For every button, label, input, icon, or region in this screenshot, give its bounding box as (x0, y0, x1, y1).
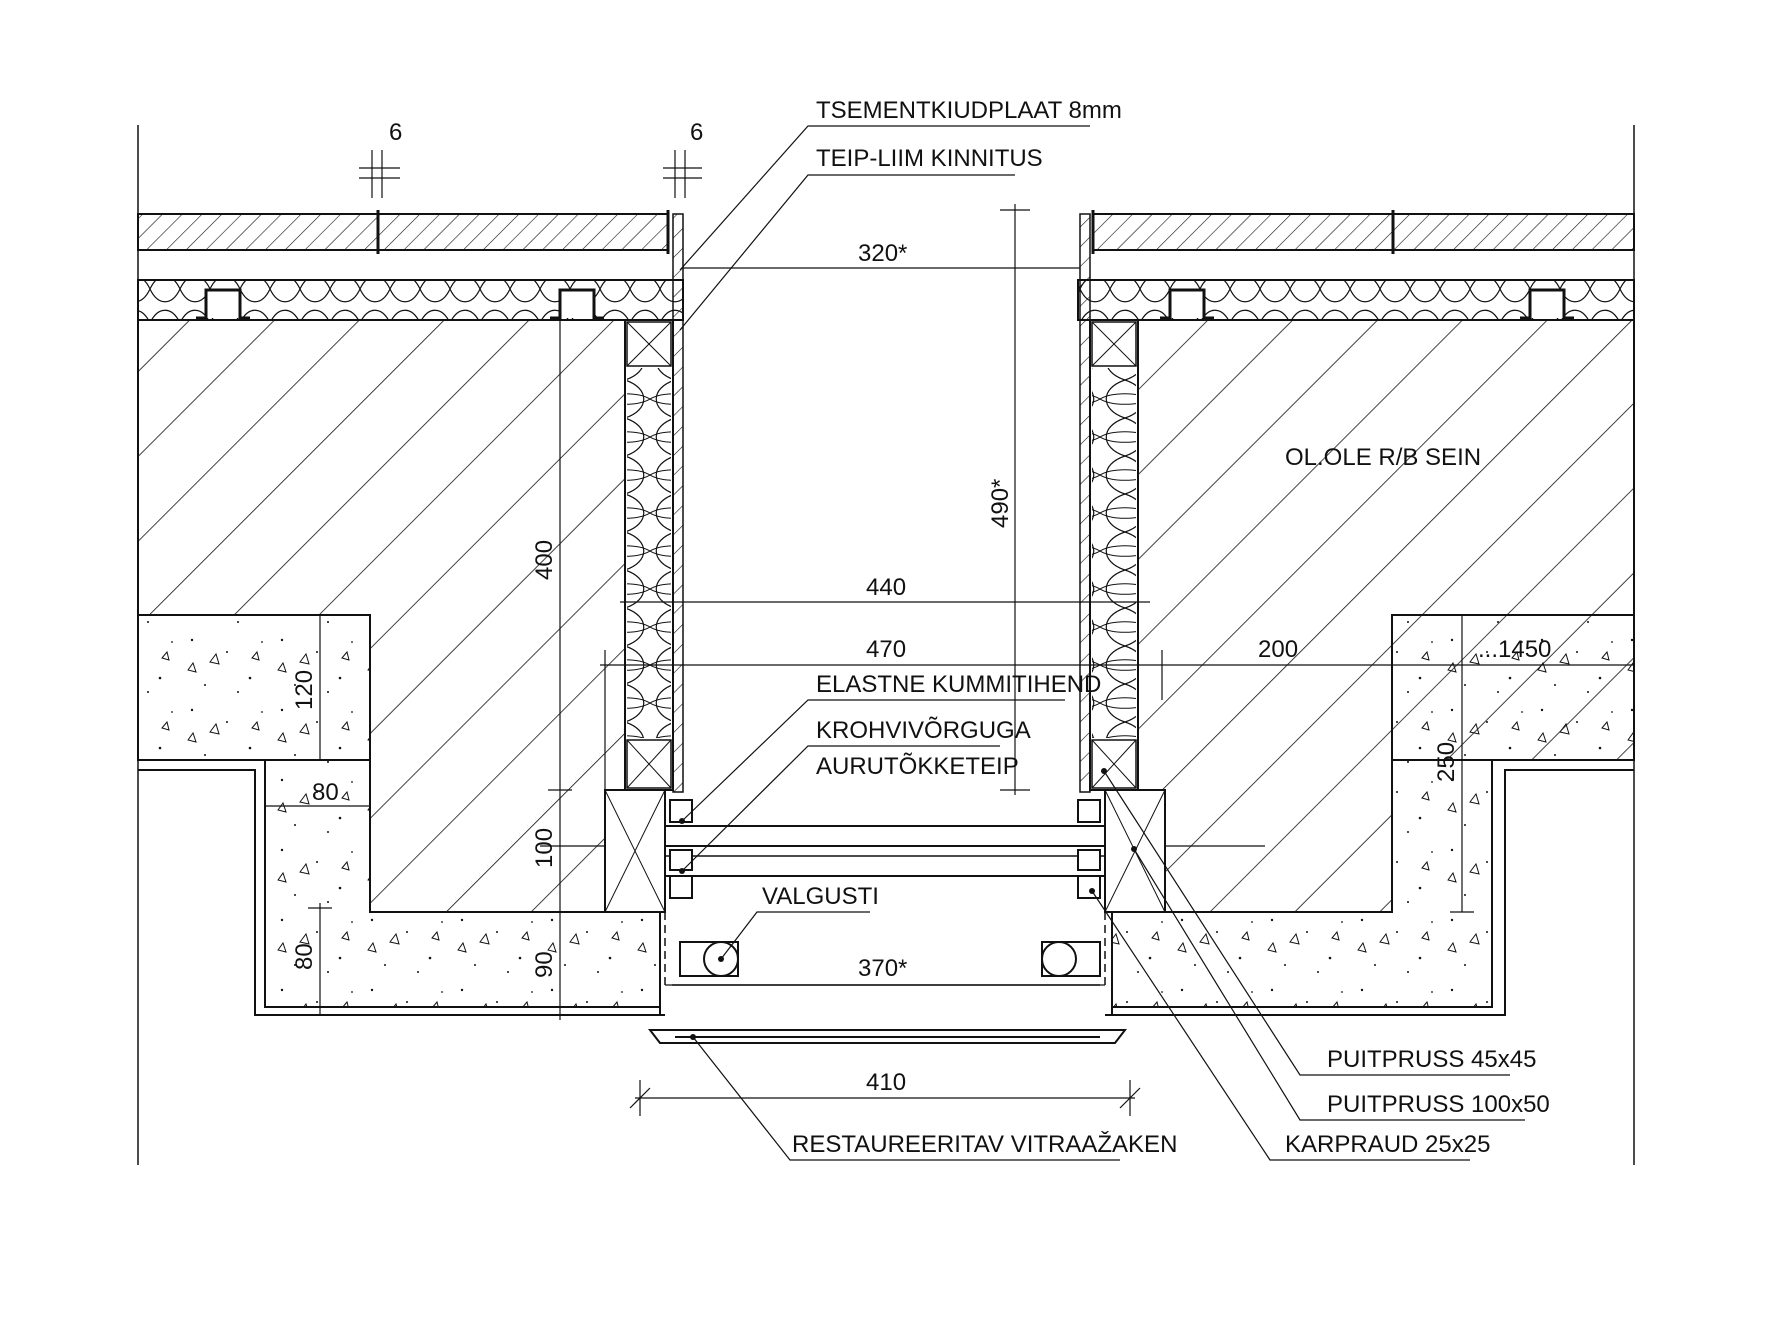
dim-440: 440 (866, 574, 906, 601)
label-wall: OL.OLE R/B SEIN (1285, 444, 1481, 471)
karpraud-l2 (669, 849, 693, 871)
concrete-left-top-fill (139, 616, 369, 759)
leader-puitpruss-100 (1133, 848, 1525, 1121)
leader-teip (679, 174, 1015, 331)
light-box-right (1111, 912, 1125, 1016)
dim-490: 490* (987, 479, 1014, 528)
label-karpraud: KARPRAUD 25x25 (1285, 1131, 1490, 1158)
label-aurutokketeip: AURUTÕKKETEIP (816, 752, 1019, 780)
light-box-left (645, 912, 661, 1016)
karpraud-r3 (1077, 875, 1101, 899)
dim-80-top: 80 (312, 779, 339, 806)
label-puitpruss-45: PUITPRUSS 45x45 (1327, 1046, 1536, 1073)
dim-400: 400 (531, 540, 558, 580)
leader-vitraaz (692, 1036, 1120, 1161)
dim-joint-right: 6 (690, 119, 703, 146)
plaster-line-left (138, 769, 665, 1016)
karpraud-r1 (1077, 799, 1101, 823)
label-puitpruss-100: PUITPRUSS 100x50 (1327, 1091, 1550, 1118)
leader-kummitihend (681, 699, 1065, 822)
panel-left-hatch (137, 213, 669, 251)
panel-reveal-left (672, 213, 684, 793)
dim-470: 470 (866, 636, 906, 663)
plaster-line-right (1105, 769, 1634, 1016)
label-krohvivorguga: KROHVIVÕRGUGA (816, 716, 1031, 744)
dim-120: 120 (291, 670, 318, 710)
label-kummitihend: ELASTNE KUMMITIHEND (816, 671, 1101, 698)
hat-profile-right-1 (1160, 288, 1214, 320)
dim-250: 250 (1433, 742, 1460, 782)
dim-joint-left: 6 (389, 119, 402, 146)
reveal-insulation-left (627, 368, 671, 738)
dim-1450: ...1450 (1478, 636, 1551, 663)
dim-410: 410 (866, 1069, 906, 1096)
hat-profile-left-2 (550, 288, 604, 320)
leader-karpraud (1091, 890, 1470, 1161)
leader-valgusti (720, 911, 870, 960)
label-valgusti: VALGUSTI (762, 883, 879, 910)
panel-right-hatch (1092, 213, 1635, 251)
concrete-right-top (1391, 614, 1635, 761)
hat-profile-left-1 (196, 288, 250, 320)
dim-100: 100 (531, 828, 558, 868)
karpraud-r2 (1077, 849, 1101, 871)
karpraud-l3 (669, 875, 693, 899)
hat-profile-right-2 (1520, 288, 1574, 320)
leader-puitpruss-45 (1103, 770, 1510, 1076)
window-frame (664, 825, 1106, 877)
leader-tsementkiudplaat (679, 125, 1090, 271)
label-tsementkiudplaat: TSEMENTKIUDPLAAT 8mm (816, 97, 1122, 124)
dim-200: 200 (1258, 636, 1298, 663)
dim-90: 90 (531, 951, 558, 978)
label-teip-liim: TEIP-LIIM KINNITUS (816, 145, 1043, 172)
panel-reveal-right (1079, 213, 1091, 793)
leader-krohvivorguga (681, 745, 1000, 872)
dim-80-bottom: 80 (291, 943, 318, 970)
reveal-insulation-right (1092, 368, 1136, 738)
dim-320: 320* (858, 240, 907, 267)
dim-370: 370* (858, 955, 907, 982)
label-vitraazaken: RESTAUREERITAV VITRAAŽAKEN (792, 1131, 1177, 1158)
